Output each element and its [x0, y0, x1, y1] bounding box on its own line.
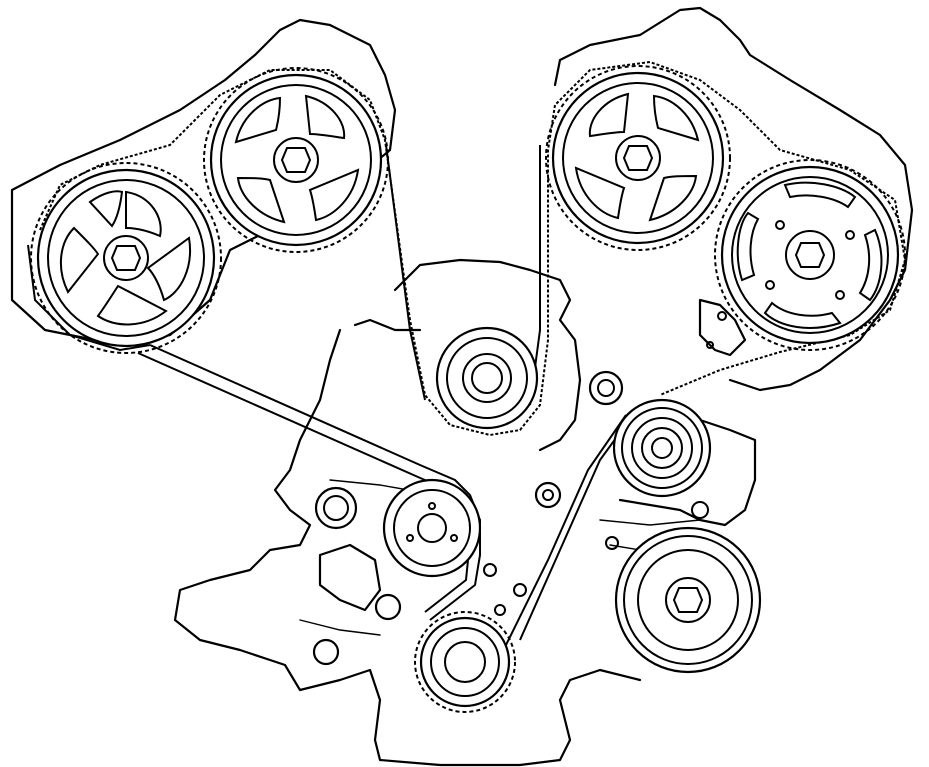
idler-pulley-left-icon — [382, 478, 482, 578]
engine-block-outline — [10, 6, 914, 767]
bolt-icon — [534, 370, 709, 550]
camshaft-sprocket-right-outer-icon — [714, 159, 906, 351]
crankshaft-sprocket-icon — [414, 611, 516, 713]
camshaft-sprocket-right-inner-icon — [545, 65, 731, 251]
accessory-pulley-icon — [614, 526, 762, 674]
camshaft-sprocket-left-inner-icon — [203, 67, 389, 253]
small-pulley-left-icon — [314, 486, 358, 530]
engine-mount-bracket-icon — [299, 543, 527, 666]
tensioner-bracket-icon — [698, 298, 747, 357]
camshaft-sprocket-left-outer-icon — [30, 162, 222, 354]
idler-pulley-center-icon — [435, 326, 539, 430]
tensioner-pulley-icon — [612, 398, 712, 498]
